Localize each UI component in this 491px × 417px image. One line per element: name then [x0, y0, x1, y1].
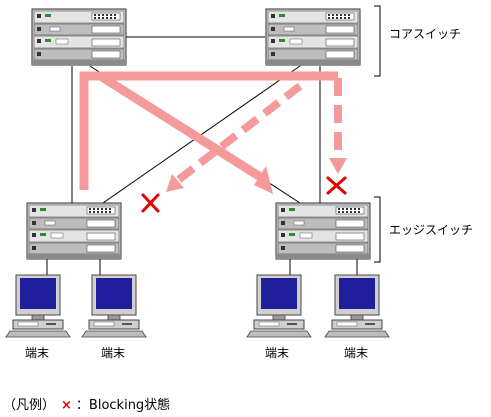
- active-path-arrowhead: [254, 166, 273, 194]
- terminal-3: [246, 274, 312, 338]
- block-mark-right: [326, 176, 347, 195]
- tier-brackets: [374, 5, 381, 263]
- blocking-marks: [141, 176, 347, 213]
- legend-prefix: （凡例）: [3, 398, 56, 413]
- blocked-path-right-arrowhead: [329, 158, 347, 174]
- terminal-1: [5, 274, 71, 338]
- active-path-diagonal: [99, 73, 265, 182]
- block-mark-left: [141, 193, 160, 213]
- terminal-2: [81, 274, 147, 338]
- core-switch-label: コアスイッチ: [389, 27, 461, 41]
- terminal-label-1: 端末: [25, 346, 49, 360]
- legend-text: ：Blocking状態: [75, 398, 171, 413]
- legend-block-mark: ×: [61, 398, 72, 413]
- edge-switch-left: [26, 202, 122, 260]
- terminal-label-2: 端末: [101, 346, 125, 360]
- legend: （凡例） ×：Blocking状態: [3, 394, 170, 413]
- core-switch-left: [31, 8, 127, 66]
- traffic-paths: [79, 71, 347, 194]
- edge-switch-label: エッジスイッチ: [389, 223, 473, 237]
- core-switch-right: [265, 8, 361, 66]
- edge-switch-right: [275, 202, 371, 260]
- terminal-label-3: 端末: [265, 346, 289, 360]
- terminal-label-4: 端末: [344, 346, 368, 360]
- active-path: [79, 71, 338, 190]
- terminal-4: [324, 274, 390, 338]
- blocked-path-diagonal-arrowhead: [166, 174, 184, 192]
